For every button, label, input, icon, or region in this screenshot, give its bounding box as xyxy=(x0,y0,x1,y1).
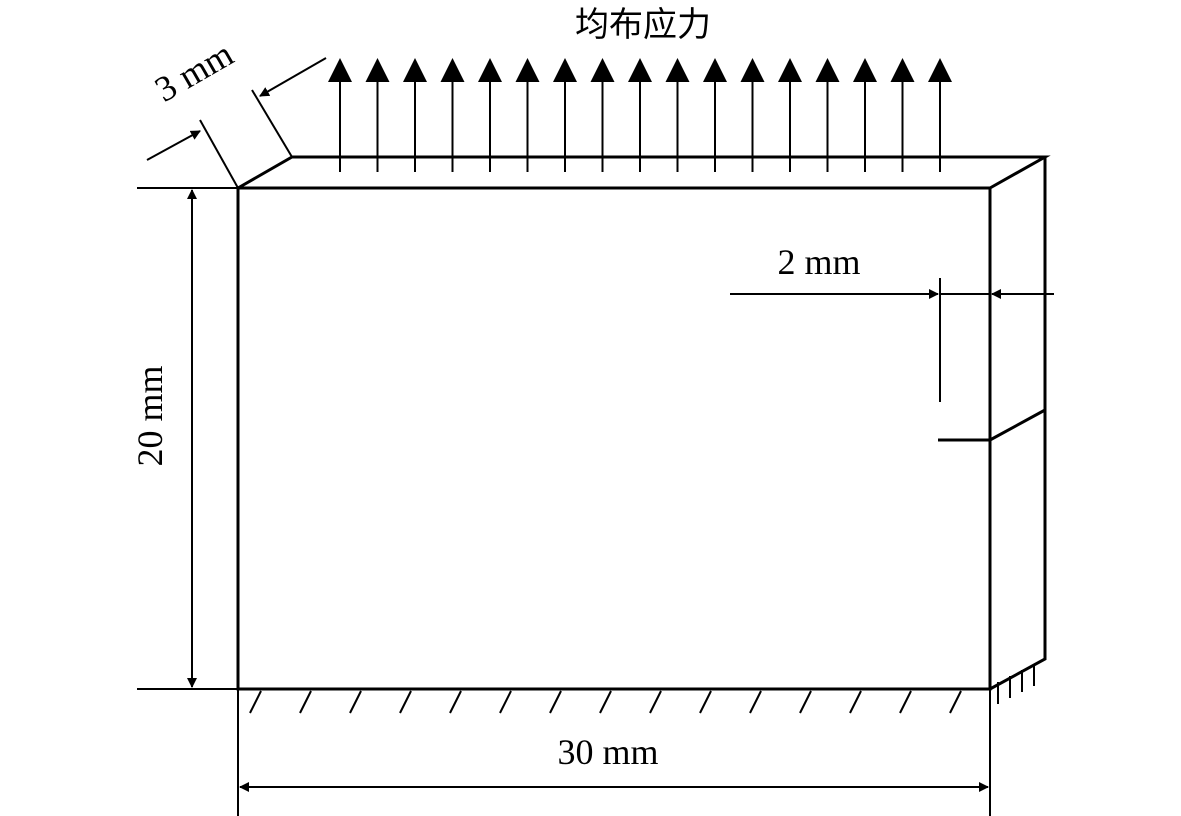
stress-arrow xyxy=(740,58,765,172)
thickness-dimension xyxy=(146,57,327,189)
stress-arrow xyxy=(890,58,915,172)
width-label: 30 mm xyxy=(557,732,658,772)
fixed-support-hatching xyxy=(249,690,962,714)
front-face xyxy=(236,186,992,691)
width-dimension xyxy=(237,689,991,816)
side-face xyxy=(989,157,1047,691)
load-label: 均布应力 xyxy=(575,5,711,45)
stress-arrow xyxy=(553,58,577,172)
stress-arrow xyxy=(778,58,802,172)
stress-arrow xyxy=(515,58,540,172)
stress-arrow xyxy=(703,58,727,172)
stress-arrow xyxy=(590,58,615,172)
stress-arrow xyxy=(928,58,952,172)
crack-dimension xyxy=(730,278,1054,402)
stress-arrow xyxy=(365,58,390,172)
stress-arrow xyxy=(403,58,427,172)
fixed-support-hatching-side xyxy=(997,664,1035,704)
crack-label: 2 mm xyxy=(777,242,860,282)
height-dimension xyxy=(137,187,238,690)
stress-arrow xyxy=(478,58,502,172)
uniform-stress-arrows xyxy=(328,58,952,172)
height-label: 20 mm xyxy=(130,365,170,466)
thickness-label: 3 mm xyxy=(148,34,240,110)
stress-arrow xyxy=(628,58,652,172)
stress-arrow xyxy=(665,58,690,172)
stress-arrow xyxy=(440,58,465,172)
stress-arrow xyxy=(853,58,877,172)
top-face xyxy=(237,155,1051,190)
stress-arrow xyxy=(815,58,840,172)
specimen-body xyxy=(236,155,1051,691)
stress-arrow xyxy=(328,58,352,172)
crack xyxy=(938,408,1046,442)
